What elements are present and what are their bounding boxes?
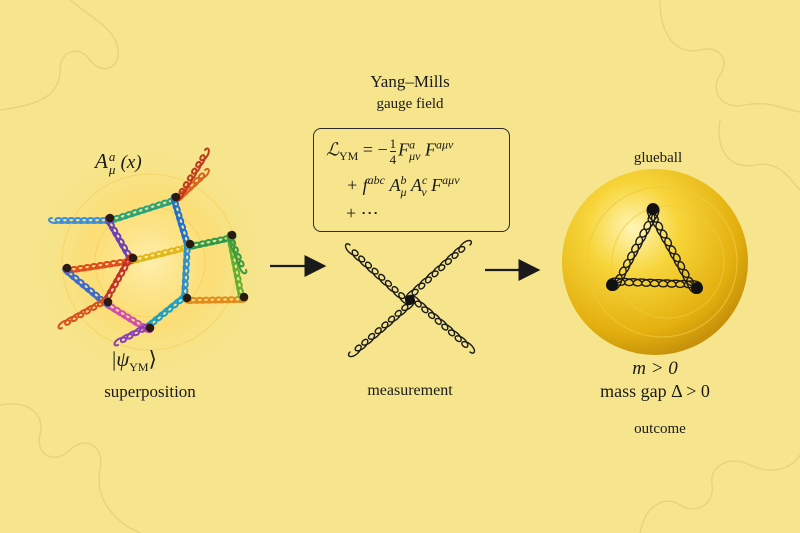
gluon-vertex-dot [182,293,192,303]
gluon-vertex-dot [103,297,113,307]
gluon-vertex-dot [239,292,249,302]
title-line-2: gauge field [376,96,444,112]
gluon-vertex-dot [128,253,138,263]
gluon-line [113,322,153,347]
mass-line: m > 0 [632,358,678,379]
gluon-line [57,297,111,330]
gluon-vertex-dot [145,323,155,333]
puzzle-edge-top-left [0,0,119,111]
glueball-sphere [562,169,748,355]
gluon-line [47,216,115,225]
gluon-line [129,242,195,264]
puzzle-edge-right [718,119,800,191]
vertex-gluon-leg [344,243,413,306]
gluon-vertex-dot [227,230,237,240]
vertex-gluon-leg [404,239,473,302]
gluon-line [102,253,135,305]
puzzle-edge-top-right [659,0,800,113]
gluon-line [226,231,248,275]
triangle-gluon-edge [607,277,703,289]
gluon-line [181,239,191,302]
glueball-ring-2 [611,205,725,319]
glueball-title: glueball [633,150,683,166]
field-argument: (x) [120,152,142,173]
state-ket: |ψYM⟩ [112,347,157,375]
triangle-vertex-dot [691,282,703,294]
gluon-line [182,296,249,304]
gluon-line [170,193,192,249]
vertex-dot [405,295,415,305]
field-index-lower: μ [108,162,116,178]
superposition-glow [32,144,268,380]
glueball-gluon-triangle [606,203,703,294]
triangle-vertex-dot [647,203,659,215]
gluon-vertex-dot [171,192,181,202]
triangle-gluon-edge [646,205,699,294]
gluon-vertex-dot [62,263,72,273]
gluon-vertex-dot [105,213,115,223]
state-subscript: YM [129,360,149,375]
vertex-gluon-leg [347,298,416,358]
title-line-1: Yang–Mills [370,72,450,91]
triangle-vertex-dot [606,279,618,291]
field-index-upper: a [108,149,116,165]
triangle-gluon-edge [610,205,660,292]
lagrangian-line-3: + ⋯ [346,203,379,223]
gluon-line [174,147,210,202]
lagrangian-line-2: + fabc Abμ Acν Faμν [346,173,460,199]
superposition-caption: superposition [104,382,196,401]
puzzle-edge-bottom-right [639,454,800,533]
gluon-line [226,231,246,302]
four-gluon-vertex [344,239,476,358]
gluon-vertex-dot [185,239,195,249]
gluon-network [47,147,249,347]
measurement-caption: measurement [367,382,453,399]
vertex-gluon-leg [407,294,476,354]
gluon-line [63,256,138,274]
gluon-line [106,195,181,224]
puzzle-edge-bottom-left [0,403,141,533]
state-symbol: ψ [116,347,130,371]
field-symbol: A [95,149,108,173]
outcome-caption: outcome [634,421,686,437]
glueball-ring-1 [586,186,738,338]
mass-gap-line: mass gap Δ > 0 [600,381,710,401]
